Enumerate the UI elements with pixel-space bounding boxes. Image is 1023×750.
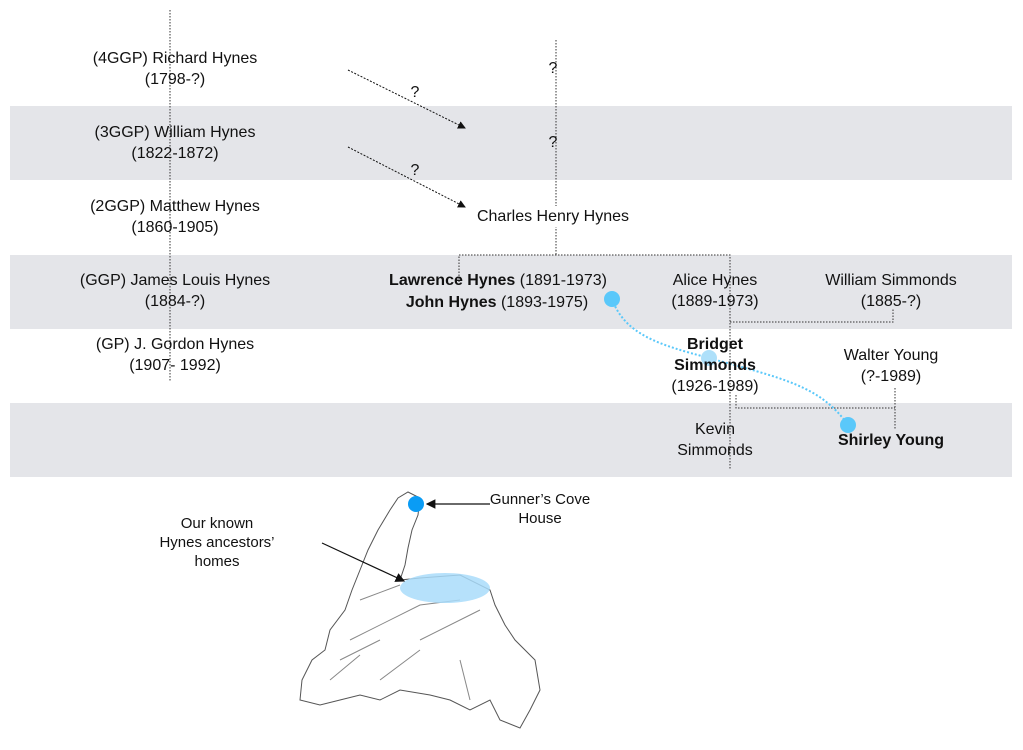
label-line: homes <box>194 553 240 570</box>
person-alice: Alice Hynes (1889-1973) <box>671 270 758 312</box>
generation-ggp: (GGP) James Louis Hynes (1884-?) <box>80 270 270 312</box>
bridget-walter-connector <box>735 395 895 409</box>
generation-4ggp: (4GGP) Richard Hynes (1798-?) <box>93 48 258 90</box>
name: Bridget <box>686 336 743 353</box>
person-john: John Hynes (1893-1975) <box>406 292 588 313</box>
lineage-path <box>611 298 849 426</box>
gen-label: (3GGP) William Hynes <box>94 124 256 141</box>
gen-label: (4GGP) Richard Hynes <box>92 50 258 67</box>
person-walter: Walter Young (?-1989) <box>844 345 939 387</box>
lineage-dot-bridget <box>701 350 717 366</box>
name: Simmonds <box>674 357 756 374</box>
unknown-mark: ? <box>548 134 558 151</box>
name: Walter Young <box>843 347 939 364</box>
unknown-mark: ? <box>548 60 558 77</box>
gen-label: (GGP) James Louis Hynes <box>79 272 271 289</box>
gunners-cove-dot <box>408 496 424 512</box>
label-line: Our known <box>180 515 254 532</box>
name: Lawrence Hynes <box>389 272 516 289</box>
generation-3ggp: (3GGP) William Hynes (1822-1872) <box>95 122 256 164</box>
name: Alice Hynes <box>672 272 758 289</box>
gen-label: (2GGP) Matthew Hynes <box>90 198 260 215</box>
generation-band <box>10 255 1012 329</box>
person-lawrence: Lawrence Hynes (1891-1973) <box>389 270 607 291</box>
person-shirley: Shirley Young <box>837 432 945 449</box>
name: William Simmonds <box>825 272 957 289</box>
gen-dates: (1798-?) <box>144 71 206 88</box>
name: John Hynes <box>405 294 497 311</box>
person-charles: Charles Henry Hynes <box>476 206 630 227</box>
dates: (1926-1989) <box>671 378 759 395</box>
lineage-dot-john <box>604 291 620 307</box>
unknown-arrow <box>347 146 466 208</box>
gen-dates: (1822-1872) <box>131 145 219 162</box>
ancestors-homes-area <box>400 573 490 603</box>
label-line: Gunner’s Cove <box>489 491 591 508</box>
charles-children-connector <box>458 254 731 470</box>
label-line: House <box>518 510 562 527</box>
generation-gp: (GP) J. Gordon Hynes (1907- 1992) <box>96 334 254 376</box>
name: Kevin <box>694 421 736 438</box>
gen-dates: (1860-1905) <box>131 219 219 236</box>
unknown-mark: ? <box>410 162 420 179</box>
dates: (?-1989) <box>860 368 922 385</box>
dates: (1893-1975) <box>496 294 589 311</box>
alice-william-connector <box>730 308 894 323</box>
person-william-simmonds: William Simmonds (1885-?) <box>825 270 957 312</box>
gen-label: (GP) J. Gordon Hynes <box>95 336 255 353</box>
homes-arrow <box>321 542 406 582</box>
generation-2ggp: (2GGP) Matthew Hynes (1860-1905) <box>90 196 260 238</box>
unknown-mark: ? <box>410 84 420 101</box>
unknown-arrow <box>347 69 466 129</box>
dates: (1889-1973) <box>671 293 759 310</box>
gen-dates: (1907- 1992) <box>129 357 221 374</box>
lineage-dot-shirley <box>840 417 856 433</box>
generation-band <box>10 403 1012 477</box>
label-line: Hynes ancestors’ <box>159 534 275 551</box>
dates: (1885-?) <box>860 293 922 310</box>
gen-dates: (1884-?) <box>144 293 206 310</box>
name: Simmonds <box>677 442 753 459</box>
dates: (1891-1973) <box>515 272 607 289</box>
generation-band <box>10 106 1012 180</box>
